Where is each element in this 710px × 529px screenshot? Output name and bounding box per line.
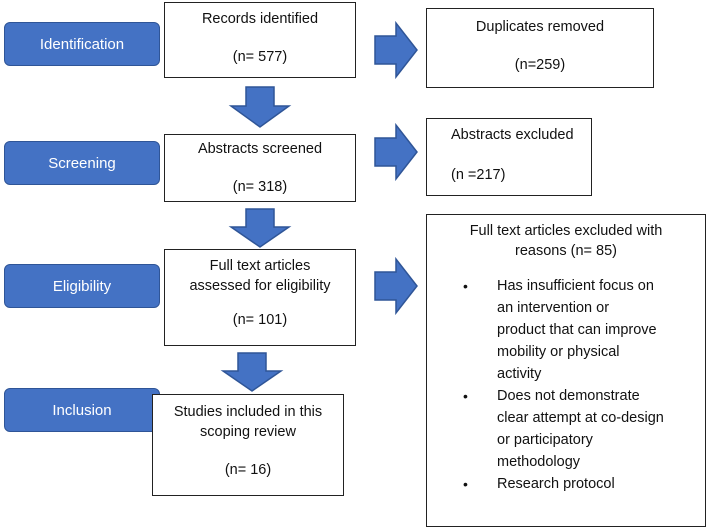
arrow-right-icon [374, 122, 418, 182]
exclusion-reasons-list: • Has insufficient focus on an intervent… [427, 275, 705, 495]
exclusion-reason: • Research protocol [427, 473, 705, 495]
bullet-icon: • [463, 476, 468, 492]
exclusion-reason-line: an intervention or [497, 300, 610, 316]
exclusion-reason: • Does not demonstrate clear attempt at … [427, 385, 705, 473]
abstracts-screened-box: Abstracts screened (n= 318) [164, 134, 356, 202]
exclusion-reason-line: Has insufficient focus on [497, 278, 654, 294]
stage-eligibility: Eligibility [4, 264, 160, 308]
stage-inclusion: Inclusion [4, 388, 160, 432]
abstracts-excluded-box: Abstracts excluded (n =217) [426, 118, 592, 196]
arrow-down-icon [228, 208, 292, 248]
full-text-excluded-box: Full text articles excluded with reasons… [426, 214, 706, 527]
abstracts-screened-count: (n= 318) [232, 179, 288, 195]
full-text-assessed-box: Full text articles assessed for eligibil… [164, 249, 356, 346]
studies-included-box: Studies included in this scoping review … [152, 394, 344, 496]
studies-included-count: (n= 16) [224, 462, 272, 478]
exclusion-reason-line: clear attempt at co-design [497, 410, 664, 426]
records-identified-title: Records identified [201, 11, 319, 27]
duplicates-removed-box: Duplicates removed (n=259) [426, 8, 654, 88]
exclusion-reason-line: Does not demonstrate [497, 388, 640, 404]
full-text-assessed-count: (n= 101) [232, 312, 288, 328]
records-identified-count: (n= 577) [232, 49, 288, 65]
exclusion-reason: • Has insufficient focus on an intervent… [427, 275, 705, 385]
arrow-right-icon [374, 20, 418, 80]
exclusion-reason-line: activity [497, 366, 542, 382]
abstracts-excluded-count: (n =217) [451, 167, 506, 183]
exclusion-reason-line: product that can improve [497, 322, 657, 338]
arrow-down-icon [220, 352, 284, 392]
stage-identification: Identification [4, 22, 160, 66]
arrow-right-icon [374, 256, 418, 316]
arrow-down-icon [228, 86, 292, 128]
studies-included-line1: Studies included in this [173, 404, 323, 420]
full-text-assessed-line1: Full text articles [209, 258, 311, 274]
abstracts-screened-title: Abstracts screened [197, 141, 323, 157]
duplicates-removed-title: Duplicates removed [475, 19, 605, 35]
abstracts-excluded-title: Abstracts excluded [451, 127, 574, 143]
exclusion-reason-line: Research protocol [497, 476, 615, 492]
bullet-icon: • [463, 388, 468, 404]
full-text-excluded-line2: reasons (n= 85) [515, 243, 617, 259]
records-identified-box: Records identified (n= 577) [164, 2, 356, 78]
exclusion-reason-line: mobility or physical [497, 344, 620, 360]
bullet-icon: • [463, 278, 468, 294]
studies-included-line2: scoping review [200, 424, 296, 440]
full-text-assessed-line2: assessed for eligibility [189, 278, 331, 294]
full-text-excluded-line1: Full text articles excluded with [469, 223, 663, 239]
stage-screening: Screening [4, 141, 160, 185]
exclusion-reason-line: or participatory [497, 432, 593, 448]
exclusion-reason-line: methodology [497, 454, 581, 470]
duplicates-removed-count: (n=259) [514, 57, 566, 73]
